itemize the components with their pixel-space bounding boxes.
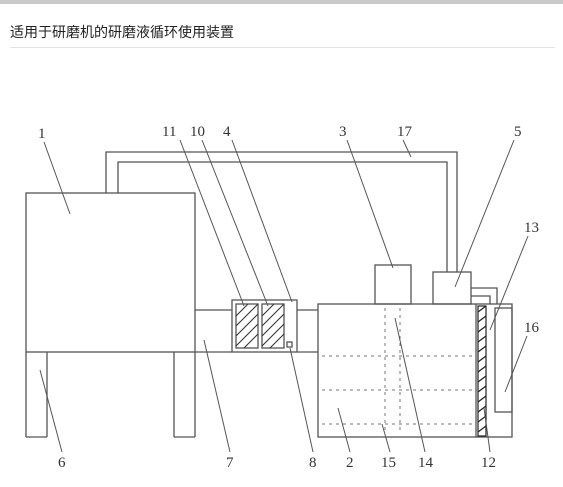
hatch	[269, 333, 285, 349]
return-pipe-inner	[117, 161, 448, 272]
title-divider	[10, 47, 555, 48]
mesh-line	[477, 335, 487, 343]
leader-6	[39, 369, 63, 453]
filter-housing	[231, 299, 298, 353]
grinder-body	[25, 192, 196, 353]
hatch	[261, 303, 285, 327]
leader-8	[289, 347, 314, 453]
leader-2	[337, 407, 351, 453]
leader-7	[203, 339, 231, 453]
hatch	[261, 303, 275, 317]
leader-5	[454, 139, 515, 288]
label-3: 3	[339, 124, 347, 140]
label-7: 7	[226, 455, 234, 471]
leader-10	[201, 139, 269, 307]
label-8: 8	[309, 455, 317, 471]
mesh-line	[477, 355, 487, 363]
mesh-line	[477, 315, 487, 323]
hatch	[235, 313, 259, 337]
page-title: 适用于研磨机的研磨液循环使用装置	[10, 25, 234, 41]
label-1: 1	[38, 126, 46, 142]
mesh-line	[477, 345, 487, 353]
pump-outlet-outer	[471, 287, 498, 304]
leader-16	[504, 335, 528, 393]
hatch	[235, 303, 259, 327]
filter-screen-10	[261, 303, 285, 349]
mesh-line	[477, 305, 487, 313]
label-13: 13	[524, 220, 539, 236]
top-bar	[0, 0, 563, 4]
filter-drain-8	[286, 341, 293, 348]
label-12: 12	[481, 455, 496, 471]
mesh-line	[477, 415, 487, 423]
label-16: 16	[524, 320, 540, 336]
leader-3	[346, 139, 394, 269]
leader-4	[231, 139, 293, 303]
mesh-line	[477, 425, 487, 433]
label-2: 2	[346, 455, 354, 471]
label-5: 5	[514, 124, 522, 140]
filter-screen-11	[235, 303, 259, 349]
side-pipe-16	[494, 307, 513, 413]
label-6: 6	[58, 455, 66, 471]
return-pipe-outer	[105, 151, 458, 272]
mesh-line	[477, 405, 487, 413]
label-17: 17	[397, 124, 413, 140]
mesh-line	[477, 375, 487, 383]
leader-12	[483, 407, 491, 453]
leader-14	[394, 317, 426, 453]
hatch	[261, 323, 285, 347]
mesh-line	[477, 385, 487, 393]
label-15: 15	[381, 455, 396, 471]
hatch	[235, 323, 259, 347]
label-10: 10	[190, 124, 205, 140]
mixer-box-3	[374, 264, 412, 305]
label-11: 11	[162, 124, 176, 140]
hatch	[235, 303, 249, 317]
leader-17	[402, 139, 412, 158]
leader-1	[43, 141, 71, 215]
leader-13	[489, 235, 529, 331]
mesh-line	[477, 395, 487, 403]
label-14: 14	[418, 455, 434, 471]
leader-11	[179, 139, 245, 307]
hatch	[243, 333, 259, 349]
leader-15	[381, 423, 391, 453]
label-4: 4	[223, 124, 231, 140]
pump-outlet-inner	[471, 295, 491, 304]
mesh-panel-12	[477, 305, 487, 437]
mesh-line	[477, 325, 487, 333]
mesh-line	[477, 365, 487, 373]
hatch	[261, 313, 285, 337]
pump-box-5	[432, 271, 472, 305]
